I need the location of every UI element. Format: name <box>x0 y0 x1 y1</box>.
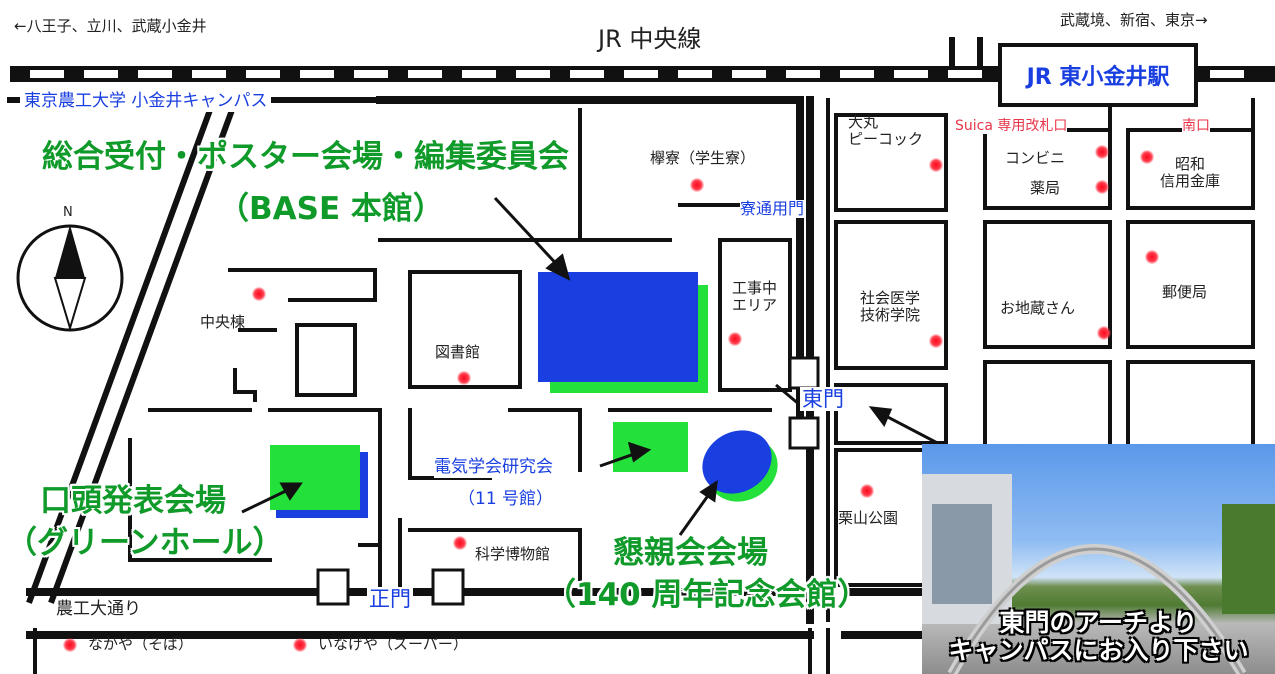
label-east-gate[interactable]: 東門 <box>800 387 846 412</box>
shop-marker <box>457 371 471 385</box>
shop-marker <box>860 484 874 498</box>
photo-caption-line2: キャンパスにお入り下さい <box>948 636 1249 666</box>
label-social-medicine: 社会医学 技術学院 <box>860 289 921 325</box>
label-inageya: いなげや（スーパー） <box>318 635 468 653</box>
label-central-building: 中央棟 <box>200 313 246 331</box>
label-convenience: コンビニ <box>1005 149 1066 167</box>
direction-east: 武蔵境、新宿、東京→ <box>1060 11 1208 29</box>
venue-party[interactable]: 懇親会会場 <box>613 535 768 571</box>
shop-marker <box>929 334 943 348</box>
venue-oral[interactable]: 口頭発表会場 <box>40 483 226 519</box>
shop-marker <box>293 638 307 652</box>
campus-name: 東京農工大学 小金井キャンパス <box>20 91 272 112</box>
venue-reception[interactable]: 総合受付・ポスター会場・編集委員会 <box>42 139 569 175</box>
venue-buildings <box>270 272 778 518</box>
label-pharmacy: 薬局 <box>1030 179 1061 197</box>
venue-reception-sub: （BASE 本館） <box>218 191 444 227</box>
label-jizo: お地蔵さん <box>1000 299 1076 317</box>
railway-line <box>10 66 1275 82</box>
arrows <box>241 196 971 536</box>
label-daimaru: 大丸 ピーコック <box>848 113 924 149</box>
label-library: 図書館 <box>435 343 481 361</box>
label-construction: 工事中 エリア <box>732 279 778 315</box>
label-nakaya: なかや（そば） <box>88 635 194 653</box>
shop-marker <box>453 536 467 550</box>
compass-rose <box>16 224 124 332</box>
station-name: JR 東小金井駅 <box>1026 65 1170 90</box>
label-dorm: 欅寮（学生寮） <box>650 149 756 167</box>
shop-marker <box>1095 145 1109 159</box>
photo-caption: 東門のアーチより キャンパスにお入り下さい <box>922 607 1275 667</box>
rail-line-name: JR 中央線 <box>598 25 702 53</box>
label-main-gate[interactable]: 正門 <box>367 587 413 612</box>
label-post-office: 郵便局 <box>1162 283 1208 301</box>
label-kuriyama-park: 栗山公園 <box>838 509 899 527</box>
venue-oral-sub: （グリーンホール） <box>6 525 284 561</box>
shop-marker <box>929 158 943 172</box>
east-gate-photo: 東門のアーチより キャンパスにお入り下さい <box>922 444 1275 674</box>
shop-marker <box>1145 250 1159 264</box>
shop-marker <box>1095 180 1109 194</box>
label-shinkin: 昭和 信用金庫 <box>1160 155 1221 191</box>
label-street: 農工大通り <box>56 599 141 619</box>
direction-west: ←八王子、立川、武蔵小金井 <box>14 17 207 35</box>
venue-ieej[interactable]: 電気学会研究会 <box>434 457 553 478</box>
compass-n: N <box>63 205 73 220</box>
photo-caption-line1: 東門のアーチより <box>999 607 1198 637</box>
shop-marker <box>1097 326 1111 340</box>
shop-marker <box>690 178 704 192</box>
shop-marker <box>728 332 742 346</box>
shop-marker <box>252 287 266 301</box>
venue-ieej-sub: （11 号館） <box>458 489 554 510</box>
label-dorm-gate[interactable]: 寮通用門 <box>740 199 805 219</box>
label-south-exit[interactable]: 南口 <box>1182 118 1210 135</box>
arch-illustration <box>922 474 1275 674</box>
shop-marker <box>63 638 77 652</box>
label-suica-gate[interactable]: Suica 専用改札口 <box>955 118 1068 135</box>
station-sign[interactable]: JR 東小金井駅 <box>998 43 1198 107</box>
shop-marker <box>1140 150 1154 164</box>
label-museum: 科学博物館 <box>475 545 551 563</box>
venue-party-sub: （140 周年記念会館） <box>545 577 869 613</box>
